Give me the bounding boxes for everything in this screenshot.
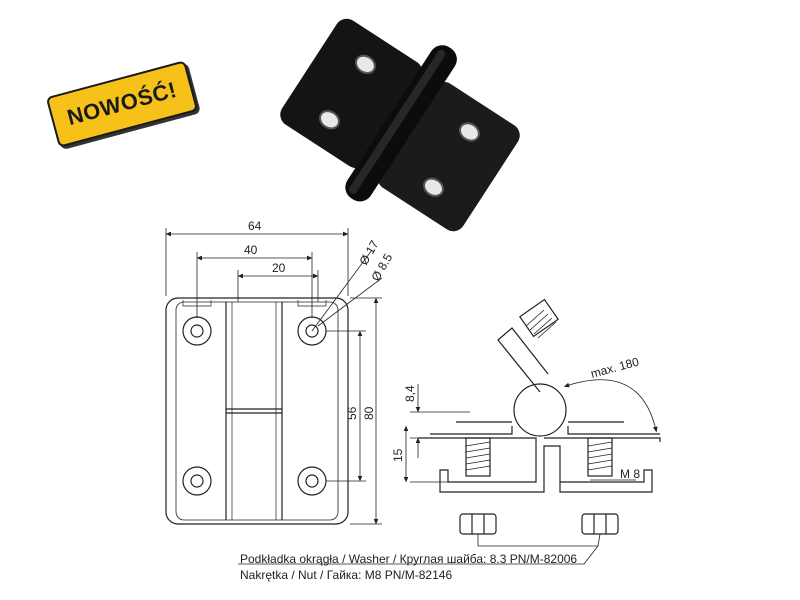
dim-thread: M 8 xyxy=(620,467,640,481)
dim-half-spacing: 20 xyxy=(272,261,286,275)
dim-rotation: max. 180 xyxy=(589,355,641,381)
front-dimensions xyxy=(165,228,383,525)
nut-note: Nakrętka / Nut / Гайка: M8 PN/M-82146 xyxy=(240,568,453,582)
side-dimensions xyxy=(238,379,658,565)
washer-note: Podkładka okrągła / Washer / Круглая шай… xyxy=(240,552,578,566)
dim-height-a: 8,4 xyxy=(403,385,417,402)
dim-height-b: 15 xyxy=(391,448,405,462)
hinge-front-view xyxy=(165,297,349,525)
dim-overall-height: 80 xyxy=(362,406,376,420)
hinge-side-section xyxy=(418,298,661,535)
dim-hole-vertical: 56 xyxy=(345,406,359,420)
dim-overall-width: 64 xyxy=(248,219,262,233)
dim-hole-spacing: 40 xyxy=(244,243,258,257)
